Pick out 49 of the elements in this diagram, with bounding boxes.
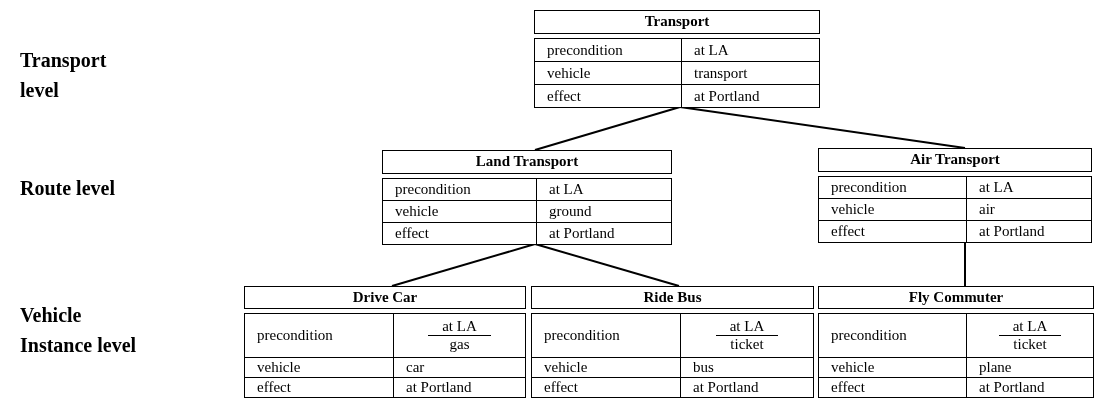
- attribute-cell: precondition: [382, 178, 537, 201]
- schema-title: Land Transport: [382, 150, 672, 174]
- attribute-cell: vehicle: [531, 357, 681, 378]
- attribute-cell: effect: [244, 377, 394, 398]
- value-cell: transport: [681, 61, 820, 85]
- schema-title: Fly Commuter: [818, 286, 1094, 309]
- value-cell: at LA: [966, 176, 1092, 199]
- attribute-cell: vehicle: [534, 61, 682, 85]
- value-cell: car: [393, 357, 526, 378]
- attribute-cell: vehicle: [818, 198, 967, 221]
- attribute-cell: precondition: [244, 313, 394, 358]
- value-cell: at LA: [681, 38, 820, 62]
- schema-title: Drive Car: [244, 286, 526, 309]
- attribute-cell: precondition: [818, 176, 967, 199]
- level-label: Route level: [20, 176, 116, 201]
- value-cell: at Portland: [680, 377, 814, 398]
- attribute-cell: vehicle: [244, 357, 394, 378]
- value-text: ticket: [729, 336, 765, 353]
- connector-line: [964, 241, 966, 287]
- value-text: gas: [448, 336, 471, 353]
- attribute-cell: effect: [818, 377, 967, 398]
- value-cell: at LA: [536, 178, 672, 201]
- attribute-cell: precondition: [818, 313, 967, 358]
- attribute-cell: effect: [382, 222, 537, 245]
- attribute-cell: vehicle: [382, 200, 537, 223]
- value-text: at LA: [428, 318, 491, 336]
- value-cell: bus: [680, 357, 814, 378]
- attribute-cell: effect: [818, 220, 967, 243]
- attribute-cell: precondition: [531, 313, 681, 358]
- value-text: at LA: [998, 318, 1062, 336]
- value-text: ticket: [1012, 336, 1048, 353]
- value-cell: ground: [536, 200, 672, 223]
- value-text: at LA: [715, 318, 779, 336]
- level-label: Transport level: [20, 48, 108, 103]
- value-cell: at Portland: [393, 377, 526, 398]
- value-cell: plane: [966, 357, 1094, 378]
- attribute-cell: effect: [531, 377, 681, 398]
- schema-title: Ride Bus: [531, 286, 814, 309]
- value-cell: at Portland: [681, 84, 820, 108]
- value-cell: at Portland: [966, 220, 1092, 243]
- value-cell: air: [966, 198, 1092, 221]
- schema-title: Air Transport: [818, 148, 1092, 172]
- value-cell: at Portland: [966, 377, 1094, 398]
- level-label: Vehicle Instance level: [20, 303, 138, 358]
- attribute-cell: precondition: [534, 38, 682, 62]
- schema-title: Transport: [534, 10, 820, 34]
- attribute-cell: effect: [534, 84, 682, 108]
- value-cell: at Portland: [536, 222, 672, 245]
- attribute-cell: vehicle: [818, 357, 967, 378]
